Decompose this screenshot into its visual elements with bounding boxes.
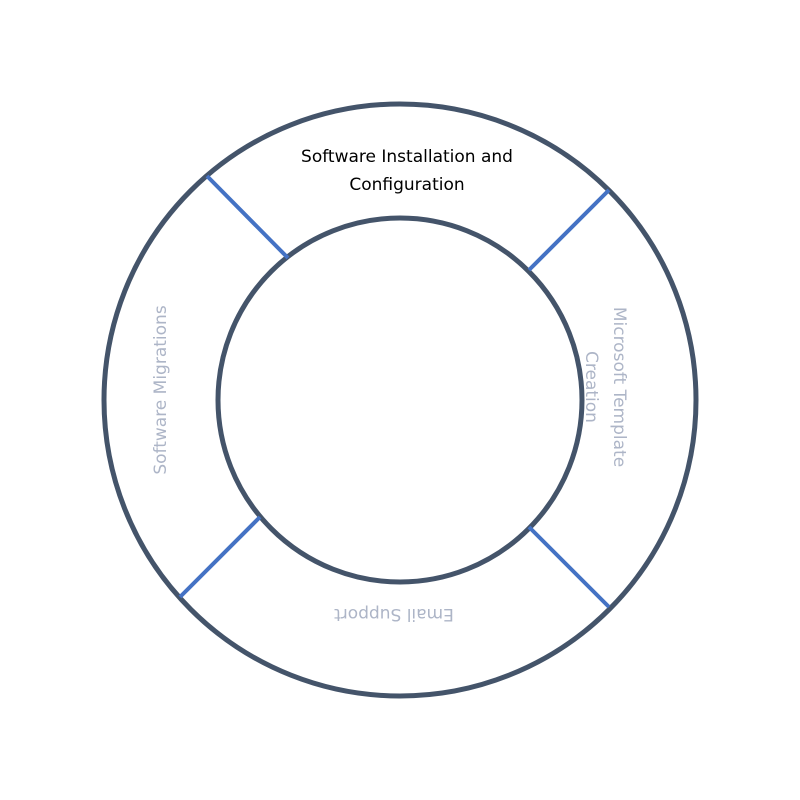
segment-bottom[interactable]: Email Support — [334, 604, 454, 624]
divider-top-left — [205, 174, 290, 260]
segment-label-line: Configuration — [349, 175, 464, 195]
segment-label-line: Microsoft Template — [609, 307, 629, 467]
outer-ring — [101, 101, 699, 699]
segment-label-line: Email Support — [334, 604, 454, 624]
segment-right[interactable]: Microsoft Template Creation — [581, 307, 629, 467]
divider-bottom-left — [178, 515, 262, 599]
divider-bottom-right — [527, 525, 611, 609]
segment-label-line: Creation — [581, 351, 601, 423]
segment-label-line: Software Installation and — [301, 147, 513, 167]
inner-ring — [215, 215, 585, 585]
segment-left[interactable]: Software Migrations — [151, 305, 171, 474]
segment-top[interactable]: Software Installation and Configuration — [301, 147, 513, 195]
segment-label-line: Software Migrations — [151, 305, 171, 474]
divider-top-right — [527, 188, 611, 272]
